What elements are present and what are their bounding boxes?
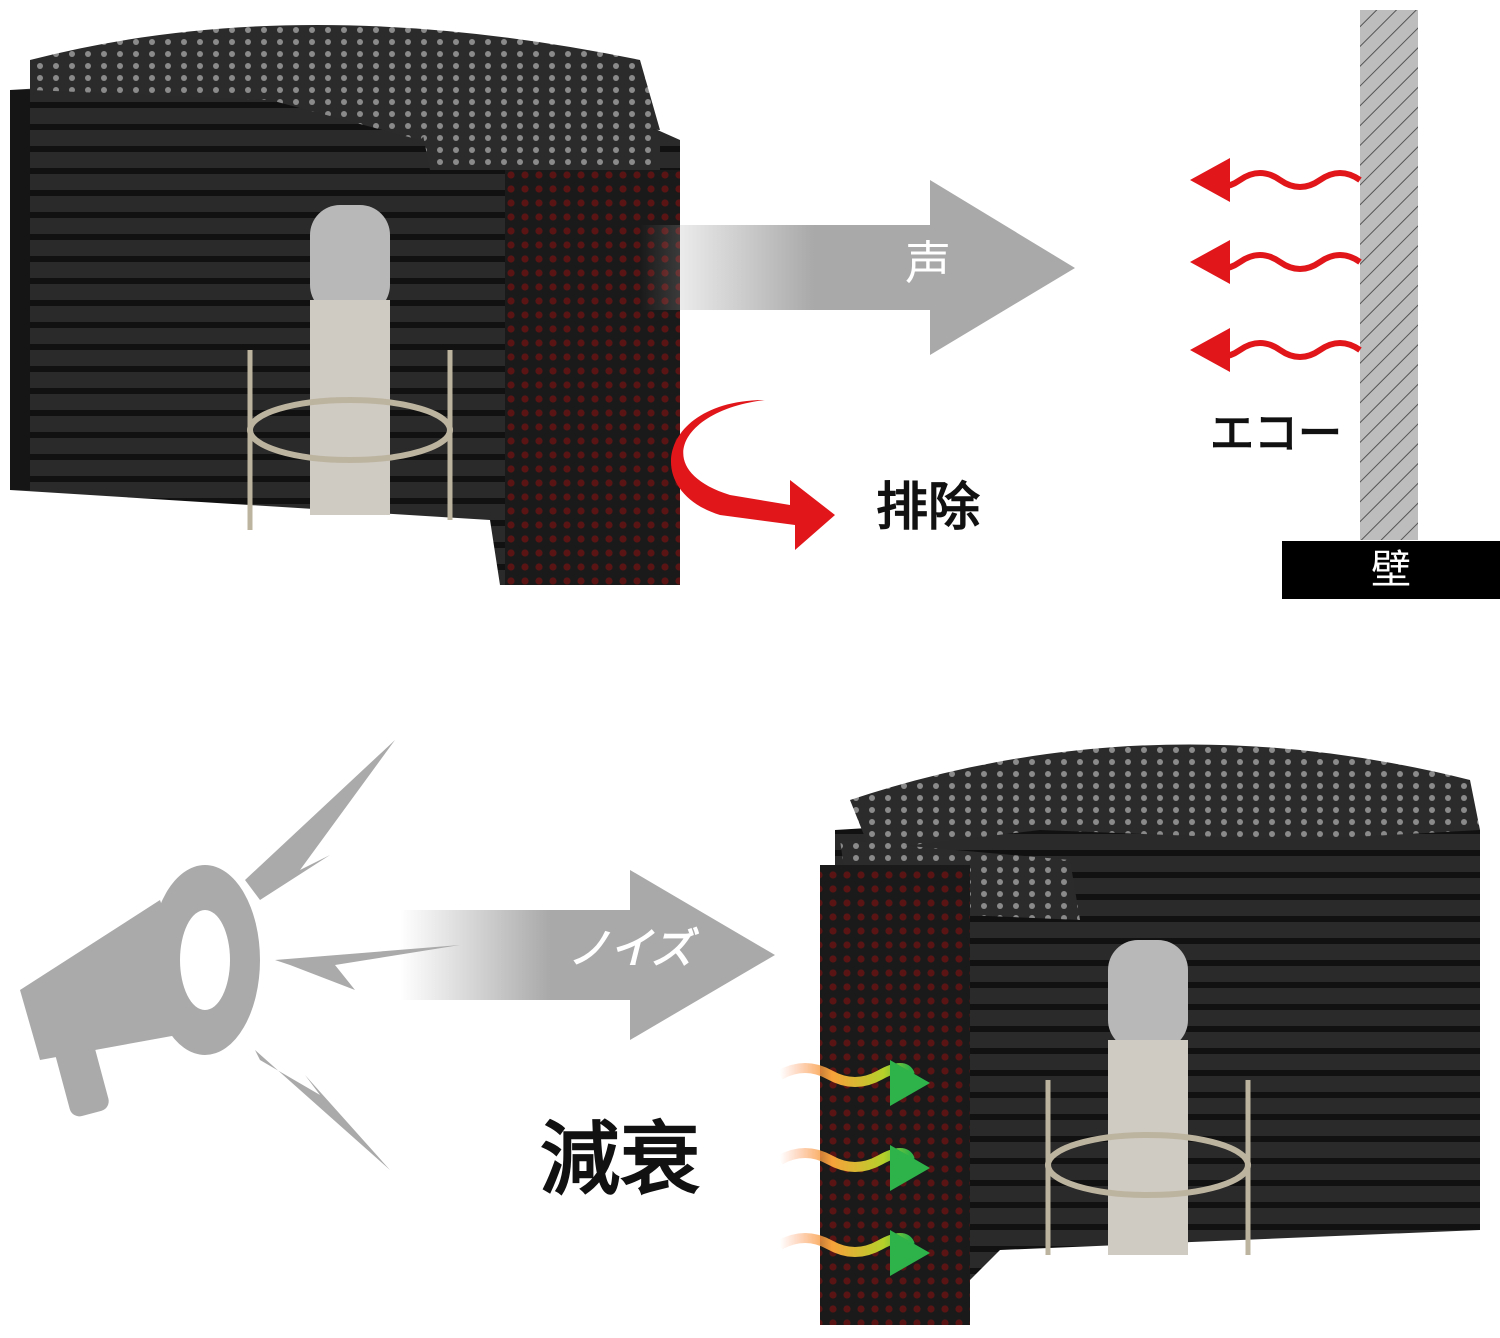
microphone-icon: [1045, 940, 1251, 1255]
bottom-reflection-filter: [820, 744, 1480, 1325]
wall-label: 壁: [1282, 541, 1500, 599]
voice-label: 声: [905, 236, 951, 290]
noise-arrow: [400, 870, 775, 1040]
noise-label: ノイズ: [568, 924, 693, 973]
exclude-arrow: [670, 400, 835, 550]
attenuation-arrows: [777, 1060, 930, 1276]
microphone-icon: [247, 205, 453, 530]
megaphone-icon: [20, 740, 460, 1170]
wall-icon: [1360, 10, 1418, 540]
top-reflection-filter: [10, 25, 680, 585]
echo-label: エコー: [1210, 408, 1342, 459]
attenuation-label: 減衰: [540, 1113, 700, 1206]
voice-arrow: [640, 180, 1075, 355]
exclude-label: 排除: [876, 478, 981, 538]
